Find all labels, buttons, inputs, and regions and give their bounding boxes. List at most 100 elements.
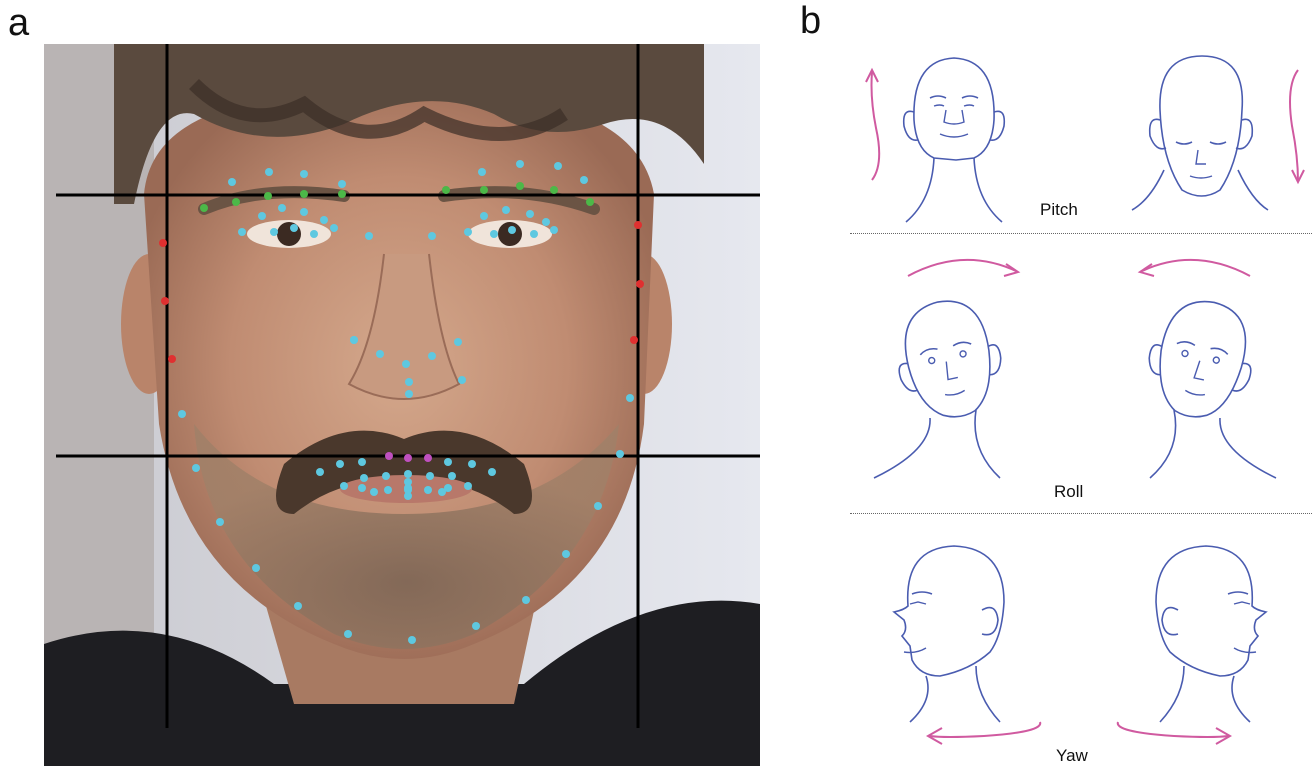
landmark-point: [448, 472, 456, 480]
landmark-point: [438, 488, 446, 496]
landmark-point: [530, 230, 538, 238]
landmark-point: [336, 460, 344, 468]
arrow-curve-right-icon: [904, 252, 1024, 282]
landmark-point: [464, 482, 472, 490]
landmark-eyebrow-point: [232, 198, 240, 206]
landmark-point: [238, 228, 246, 236]
landmark-point: [216, 518, 224, 526]
yaw-arrow-left: [924, 716, 1044, 746]
landmark-point: [408, 636, 416, 644]
landmark-point: [594, 502, 602, 510]
landmark-point: [278, 204, 286, 212]
face-photo-panel: [44, 44, 760, 766]
landmark-point: [228, 178, 236, 186]
landmark-point: [265, 168, 273, 176]
landmark-point: [370, 488, 378, 496]
divider-pitch-roll: [850, 233, 1312, 234]
head-pose-panel: Pitch: [830, 40, 1312, 766]
landmark-jaw-point: [161, 297, 169, 305]
landmark-point: [516, 160, 524, 168]
landmark-point: [376, 350, 384, 358]
landmark-point: [554, 162, 562, 170]
roll-arrow-right: [904, 252, 1024, 282]
landmark-eyebrow-point: [338, 190, 346, 198]
landmark-point: [458, 376, 466, 384]
landmark-point: [320, 216, 328, 224]
landmark-point: [270, 228, 278, 236]
landmark-point: [488, 468, 496, 476]
landmark-point: [344, 630, 352, 638]
arrow-curve-left-icon: [1134, 252, 1254, 282]
yaw-head-left: [880, 536, 1030, 726]
landmark-point: [192, 464, 200, 472]
landmark-point: [468, 460, 476, 468]
right-iris: [498, 222, 522, 246]
landmark-point: [330, 224, 338, 232]
landmark-point: [404, 470, 412, 478]
landmark-point: [428, 232, 436, 240]
landmark-point: [478, 168, 486, 176]
pitch-head-down: [1130, 50, 1270, 226]
landmark-point: [404, 484, 412, 492]
landmark-point: [526, 210, 534, 218]
left-iris: [277, 222, 301, 246]
landmark-point: [338, 180, 346, 188]
landmark-jaw-point: [636, 280, 644, 288]
landmark-point: [360, 474, 368, 482]
landmark-point: [290, 224, 298, 232]
pitch-arrow-down: [1284, 66, 1312, 186]
landmark-point: [178, 410, 186, 418]
panel-label-b: b: [800, 2, 821, 40]
landmark-point: [580, 176, 588, 184]
landmark-point: [428, 352, 436, 360]
landmark-eyebrow-point: [480, 186, 488, 194]
arrow-down-icon: [1284, 66, 1312, 186]
landmark-point: [300, 170, 308, 178]
landmark-jaw-point: [168, 355, 176, 363]
pitch-head-up: [884, 50, 1014, 226]
landmark-eyebrow-point: [264, 192, 272, 200]
yaw-head-right: [1130, 536, 1280, 726]
landmark-eyebrow-point: [200, 204, 208, 212]
landmark-point: [404, 492, 412, 500]
landmark-point: [350, 336, 358, 344]
landmark-point: [300, 208, 308, 216]
roll-arrow-left: [1134, 252, 1254, 282]
face-photo: [44, 44, 760, 766]
arrow-right-icon: [1114, 716, 1234, 746]
landmark-lip-point: [424, 454, 432, 462]
landmark-eyebrow-point: [300, 190, 308, 198]
landmark-point: [365, 232, 373, 240]
landmark-point: [626, 394, 634, 402]
landmark-point: [405, 378, 413, 386]
landmark-point: [424, 486, 432, 494]
landmark-eyebrow-point: [550, 186, 558, 194]
landmark-point: [444, 458, 452, 466]
panel-label-a: a: [8, 4, 29, 42]
landmark-point: [316, 468, 324, 476]
landmark-point: [402, 360, 410, 368]
landmark-point: [522, 596, 530, 604]
landmark-point: [405, 390, 413, 398]
roll-head-left: [1130, 290, 1280, 480]
landmark-point: [340, 482, 348, 490]
landmark-point: [490, 230, 498, 238]
landmark-point: [464, 228, 472, 236]
landmark-point: [562, 550, 570, 558]
landmark-point: [382, 472, 390, 480]
landmark-jaw-point: [159, 239, 167, 247]
landmark-jaw-point: [630, 336, 638, 344]
yaw-label: Yaw: [1056, 746, 1088, 766]
landmark-point: [310, 230, 318, 238]
landmark-point: [616, 450, 624, 458]
landmark-point: [294, 602, 302, 610]
landmark-eyebrow-point: [586, 198, 594, 206]
landmark-point: [252, 564, 260, 572]
landmark-point: [258, 212, 266, 220]
landmark-lip-point: [385, 452, 393, 460]
landmark-point: [384, 486, 392, 494]
landmark-point: [454, 338, 462, 346]
landmark-point: [426, 472, 434, 480]
landmark-eyebrow-point: [516, 182, 524, 190]
roll-head-right: [870, 290, 1020, 480]
